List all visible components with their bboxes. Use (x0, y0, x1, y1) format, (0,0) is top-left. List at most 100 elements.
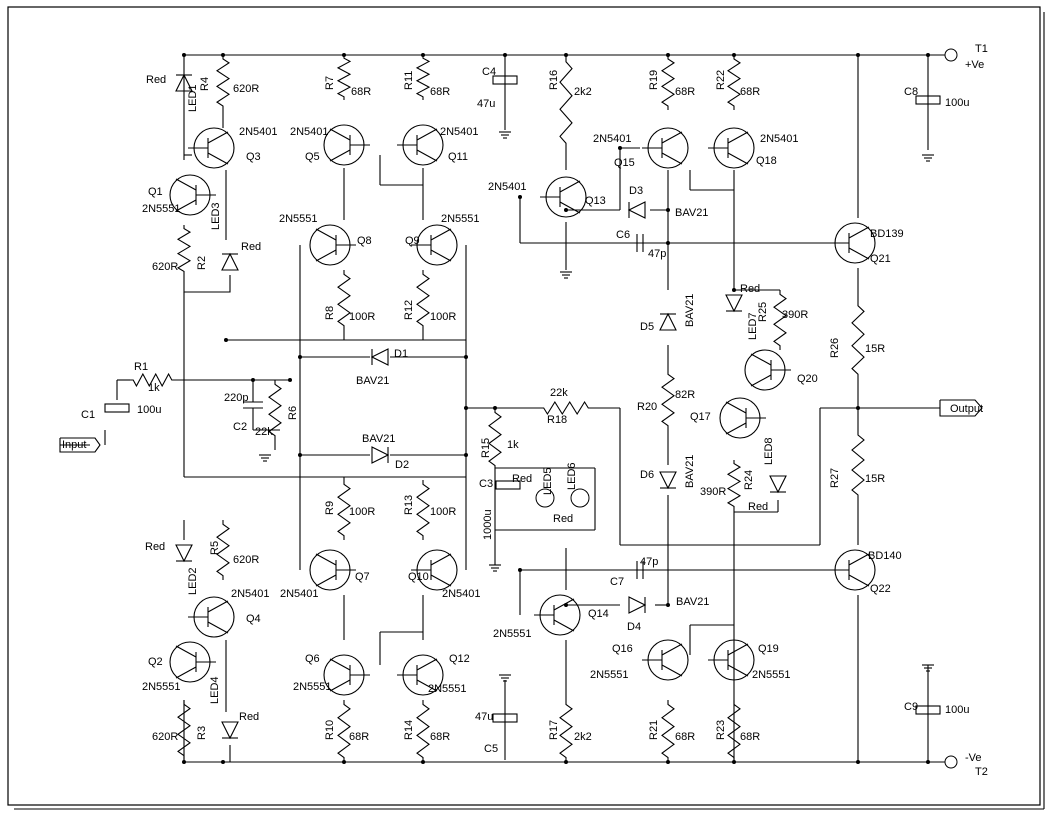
component-label: 2N5551 (428, 683, 467, 695)
junction-dot (564, 760, 568, 764)
transistor-lead (329, 149, 351, 162)
resistor (559, 55, 573, 150)
component-label: 22k (255, 426, 273, 438)
component-label: 390R (782, 309, 808, 321)
junction-dot (856, 53, 860, 57)
component-label: 68R (740, 731, 760, 743)
resistor (177, 700, 191, 760)
component-label: Q11 (448, 151, 468, 163)
junction-dot (221, 53, 225, 57)
electrolytic-capacitor (104, 403, 130, 413)
component-label: R15 (480, 438, 492, 458)
transistor-lead (661, 643, 683, 656)
component-label: Q8 (357, 235, 372, 247)
component-label: 47p (648, 248, 666, 260)
component-label: 82R (675, 389, 695, 401)
junction-dot (288, 378, 292, 382)
junction-dot (564, 603, 568, 607)
component-label: 100u (945, 704, 969, 716)
transistor-lead (175, 199, 197, 212)
transistor-lead (661, 131, 683, 144)
output-terminal (939, 399, 983, 417)
component-label: 100R (349, 506, 375, 518)
transistor-lead (430, 249, 452, 262)
transistor-lead (207, 600, 229, 613)
led (570, 488, 590, 508)
component-label: BAV21 (684, 455, 696, 488)
transistor-lead (430, 553, 452, 566)
component-label: 1k (507, 439, 519, 451)
junction-dot (666, 760, 670, 764)
transistor-lead (175, 645, 197, 658)
transistor-lead (207, 131, 229, 144)
component-label: R23 (715, 720, 727, 740)
component-label: 2N5401 (488, 181, 527, 193)
transistor-lead (661, 152, 683, 165)
component-label: Q20 (797, 373, 818, 385)
junction-dot (732, 288, 736, 292)
component-label: Q9 (405, 235, 420, 247)
junction-dot (666, 603, 670, 607)
page-border (7, 6, 1041, 806)
diode (659, 312, 677, 331)
transistor-lead (430, 228, 452, 241)
component-label: LED7 (747, 312, 759, 340)
electrolytic-capacitor (495, 480, 521, 490)
led (535, 488, 555, 508)
component-label: 68R (349, 731, 369, 743)
transistor-lead (175, 178, 197, 191)
junction-dot (342, 53, 346, 57)
junction-dot (421, 760, 425, 764)
junction-dot (342, 760, 346, 764)
resistor (215, 55, 231, 110)
diode (175, 544, 193, 563)
component-label: R24 (743, 470, 755, 490)
transistor-lead (848, 553, 870, 566)
component-label: 47u (477, 98, 495, 110)
resistor (773, 290, 787, 350)
component-label: R8 (324, 306, 336, 320)
component-label: Red (740, 283, 760, 295)
component-label: 22k (550, 387, 568, 399)
component-label: 68R (675, 731, 695, 743)
resistor (337, 480, 351, 540)
junction-dot (464, 355, 468, 359)
transistor-lead (416, 128, 438, 141)
transistor-lead (207, 621, 229, 634)
resistor (660, 55, 676, 110)
component-label: 620R (152, 261, 178, 273)
resistor (727, 700, 741, 762)
component-label: Q16 (612, 643, 633, 655)
transistor-lead (727, 152, 749, 165)
component-label: 68R (351, 86, 371, 98)
component-label: Q7 (355, 571, 370, 583)
component-label: D3 (629, 185, 643, 197)
diode (628, 596, 647, 614)
component-label: 2N5401 (239, 126, 278, 138)
component-label: 2N5551 (493, 628, 532, 640)
component-label: R12 (403, 300, 415, 320)
component-label: 100R (430, 311, 456, 323)
component-label: 2N5401 (290, 126, 329, 138)
junction-dot (666, 53, 670, 57)
component-label: 1000u (482, 509, 494, 540)
junction-dot (298, 355, 302, 359)
resistor (415, 55, 431, 100)
resistor (337, 700, 351, 762)
component-label: R25 (757, 302, 769, 322)
component-label: LED8 (763, 437, 775, 465)
component-label: 68R (675, 86, 695, 98)
wire (343, 330, 424, 341)
junction-dot (224, 338, 228, 342)
component-label: C8 (904, 86, 918, 98)
junction-dot (856, 760, 860, 764)
component-label: R5 (209, 541, 221, 555)
junction-dot (182, 53, 186, 57)
component-label: LED4 (209, 676, 221, 704)
component-label: Red (239, 711, 259, 723)
resistor (661, 370, 675, 430)
component-label: R19 (648, 70, 660, 90)
component-label: +Ve (965, 59, 984, 71)
transistor-lead (329, 679, 351, 692)
resistor (851, 300, 865, 380)
